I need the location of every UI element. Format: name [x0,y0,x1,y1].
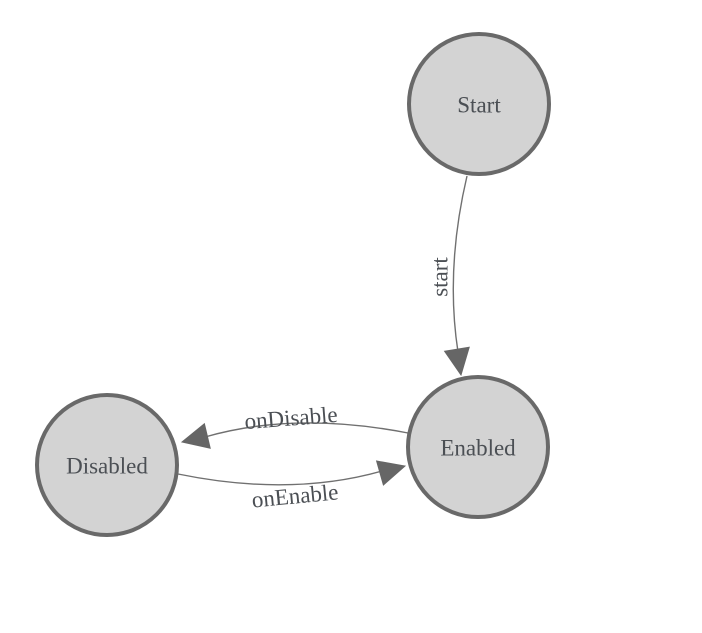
arrowhead-start-to-enabled [443,346,470,377]
edge-label-start: start [428,257,453,297]
state-circle-disabled[interactable] [35,393,179,537]
transition-enabled-to-disabled: onDisable [180,402,409,449]
edge-label-ondisable: onDisable [244,402,339,434]
transition-disabled-to-enabled: onEnable [177,460,407,513]
arrowhead-disabled-to-enabled [375,460,407,486]
edge-start-to-enabled [452,175,468,353]
arrowhead-enabled-to-disabled [180,422,211,449]
state-label-disabled: Disabled [66,454,148,479]
state-circle-enabled[interactable] [406,375,550,519]
state-node-start[interactable]: Start [407,32,551,176]
state-node-enabled[interactable]: Enabled [406,375,550,519]
state-label-start: Start [457,93,501,118]
edge-enabled-to-disabled [204,422,409,438]
state-node-disabled[interactable]: Disabled [35,393,179,537]
edge-disabled-to-enabled [177,470,383,486]
state-circle-start[interactable] [407,32,551,176]
state-label-enabled: Enabled [440,436,516,461]
transition-start-to-enabled: start [428,175,470,377]
